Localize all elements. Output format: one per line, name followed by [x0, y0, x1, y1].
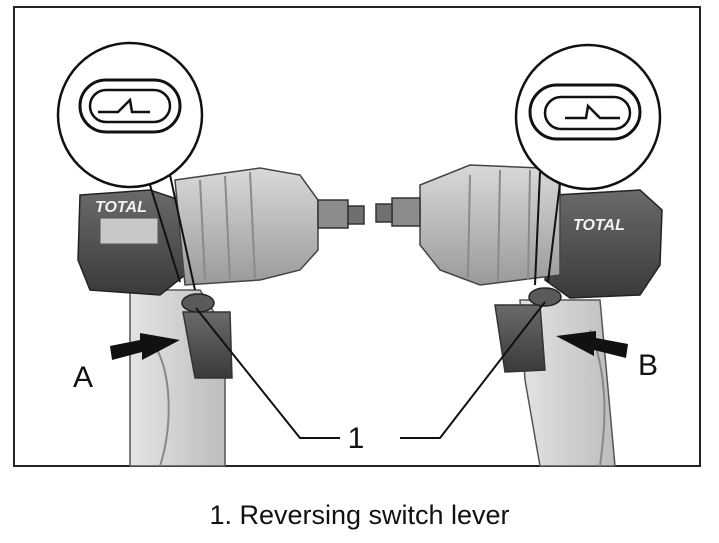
press-arrow-a [110, 333, 180, 360]
label-a: A [73, 361, 93, 394]
brand-logo-left: TOTAL [95, 199, 147, 216]
callout-number: 1 [348, 422, 365, 455]
press-arrow-b [556, 331, 628, 358]
right-detail-magnifier [514, 43, 662, 286]
figure-caption: 1. Reversing switch lever [209, 500, 510, 530]
brand-logo-right: TOTAL [573, 217, 625, 234]
direction-arrow-icon [565, 103, 620, 120]
left-impact-wrench: TOTAL [77, 167, 365, 467]
direction-arrow-icon [98, 97, 150, 114]
label-b: B [638, 349, 658, 382]
left-detail-magnifier [56, 41, 204, 291]
right-impact-wrench: TOTAL [375, 164, 663, 467]
callout-leader-lines [195, 301, 546, 439]
